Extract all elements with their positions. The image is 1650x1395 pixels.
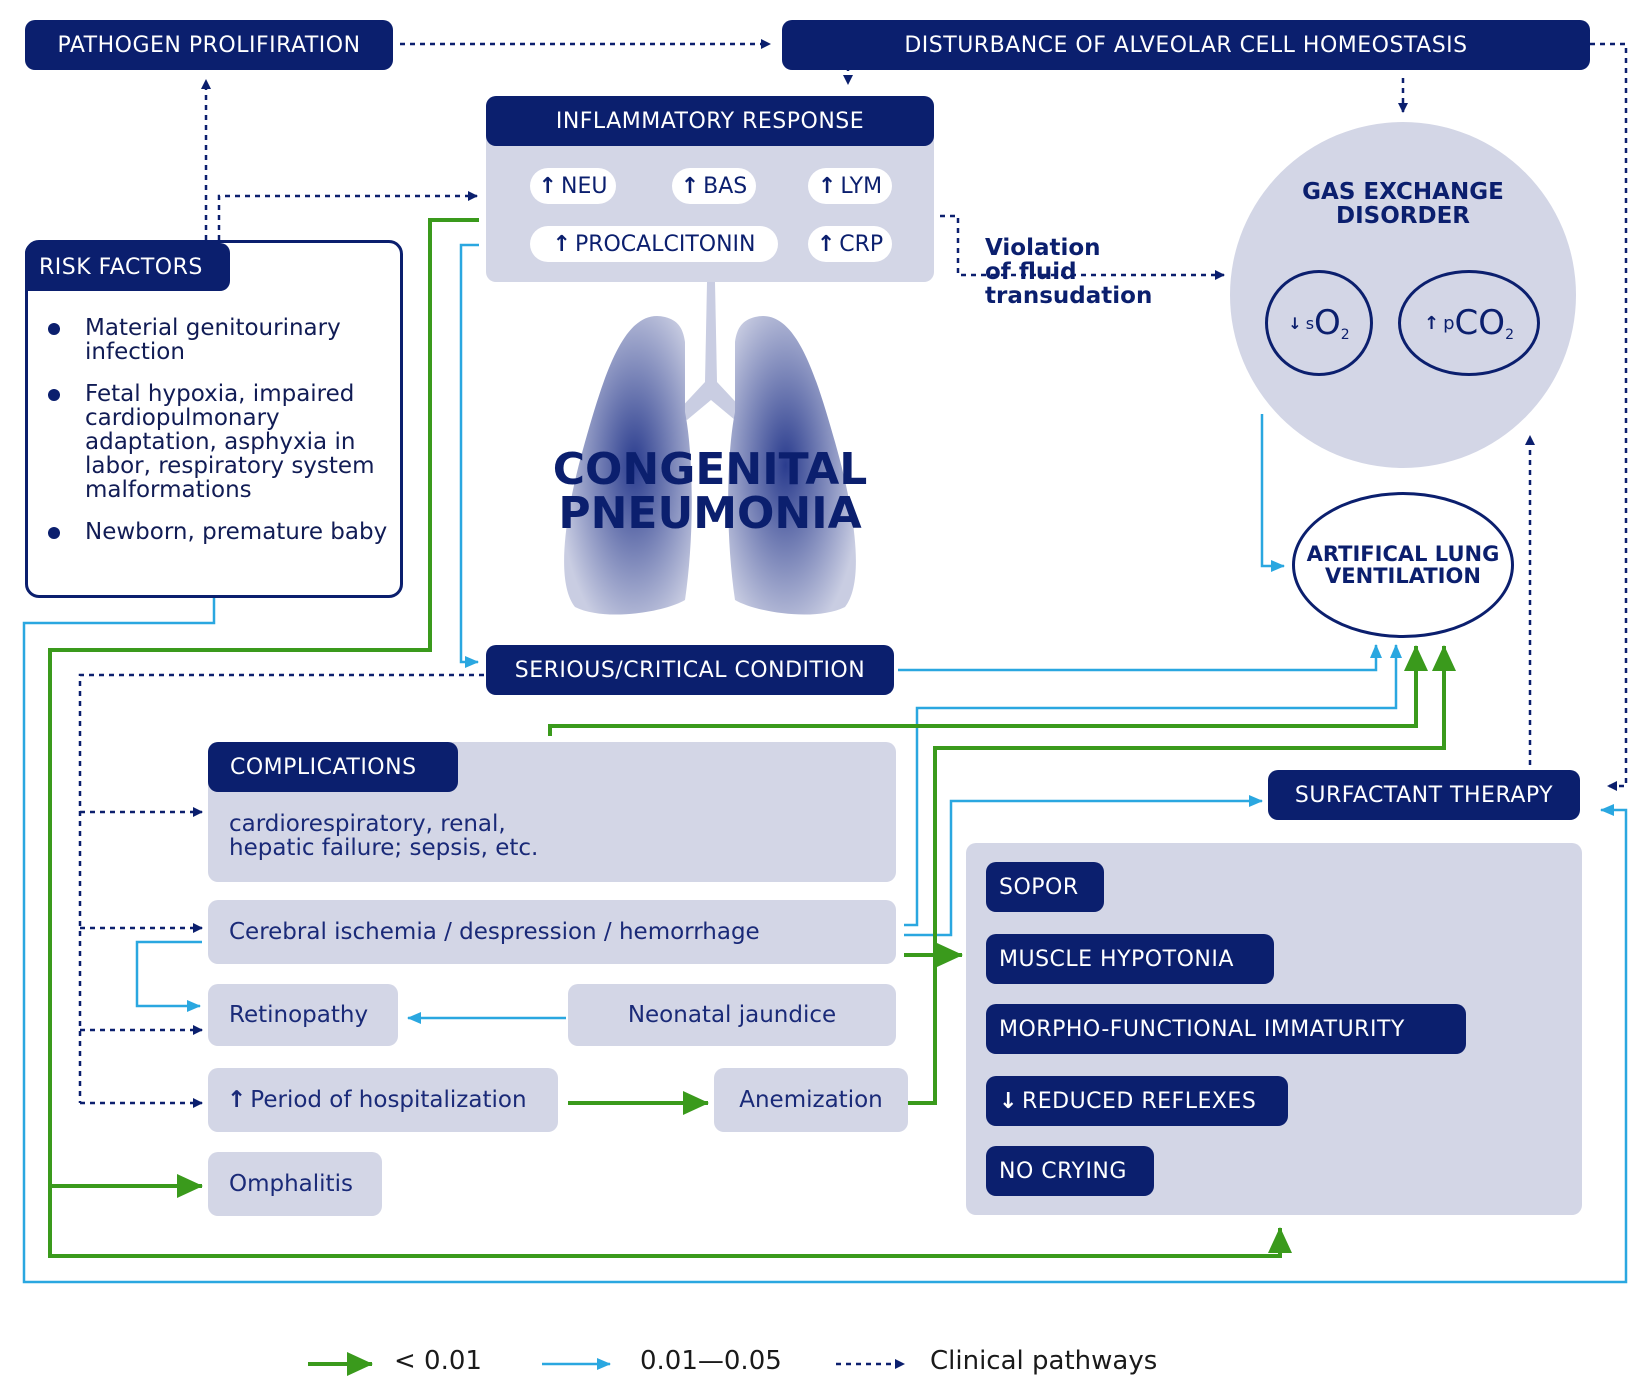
risk-factors-title: RISK FACTORS bbox=[39, 254, 203, 280]
pathway-serious-left bbox=[78, 673, 484, 1103]
risk-factors-list: Material genitourinary infection Fetal h… bbox=[30, 316, 390, 562]
pco2-main: CO bbox=[1454, 303, 1506, 343]
neonatal-jaundice-box: Neonatal jaundice bbox=[568, 984, 896, 1046]
marker-neu: NEU bbox=[530, 168, 616, 204]
green-anemization-to-ventilation bbox=[908, 645, 1456, 1105]
risk-factor-item: Newborn, premature baby bbox=[30, 520, 390, 544]
pco2-prefix: p bbox=[1424, 313, 1454, 334]
pathogen-proliferation-box: PATHOGEN PROLIFIRATION bbox=[25, 20, 393, 70]
symptom-sopor: SOPOR bbox=[986, 862, 1104, 912]
pco2-indicator: p CO 2 bbox=[1398, 270, 1540, 376]
hospitalization-box: Period of hospitalization bbox=[208, 1068, 558, 1132]
marker-procalcitonin: PROCALCITONIN bbox=[530, 226, 778, 262]
marker-crp: CRP bbox=[808, 226, 892, 262]
ventilation-label: ARTIFICAL LUNG VENTILATION bbox=[1306, 542, 1500, 588]
pco2-subscript: 2 bbox=[1505, 327, 1514, 343]
pathway-inflammatory-to-gas bbox=[940, 214, 1225, 280]
gas-exchange-title: GAS EXCHANGE DISORDER bbox=[1302, 179, 1504, 229]
cerebral-ischemia-label: Cerebral ischemia / despression / hemorr… bbox=[229, 919, 760, 945]
risk-factor-item: Material genitourinary infection bbox=[30, 316, 390, 364]
risk-factor-item: Fetal hypoxia, impaired cardiopulmonary … bbox=[30, 382, 390, 502]
blue-inflammatory-to-serious bbox=[459, 243, 479, 668]
pathway-risk-to-inflammatory bbox=[217, 191, 478, 240]
green-inflammatory-left bbox=[48, 218, 1292, 1258]
symptom-muscle-hypotonia: MUSCLE HYPOTONIA bbox=[986, 934, 1274, 984]
marker-lym: LYM bbox=[808, 168, 892, 204]
anemization-box: Anemization bbox=[714, 1068, 908, 1132]
pathway-disturbance-to-surfactant bbox=[1590, 42, 1628, 791]
symptom-no-crying: NO CRYING bbox=[986, 1146, 1154, 1196]
alveolar-disturbance-label: DISTURBANCE OF ALVEOLAR CELL HOMEOSTASIS bbox=[904, 32, 1468, 58]
legend-dotted-label: Clinical pathways bbox=[930, 1346, 1158, 1376]
blue-risk-loop bbox=[22, 598, 1628, 1284]
anemization-label: Anemization bbox=[739, 1087, 883, 1113]
retinopathy-box: Retinopathy bbox=[208, 984, 398, 1046]
cerebral-ischemia-box: Cerebral ischemia / despression / hemorr… bbox=[208, 900, 896, 964]
risk-factors-header: RISK FACTORS bbox=[25, 243, 230, 291]
so2-prefix: s bbox=[1288, 314, 1314, 333]
serious-condition-label: SERIOUS/CRITICAL CONDITION bbox=[514, 657, 866, 683]
serious-condition-box: SERIOUS/CRITICAL CONDITION bbox=[486, 645, 894, 695]
blue-serious-to-ventilation bbox=[898, 644, 1382, 672]
hospitalization-label: Period of hospitalization bbox=[227, 1087, 526, 1113]
so2-main: O bbox=[1314, 303, 1341, 343]
blue-cerebral-to-ventilation bbox=[904, 644, 1402, 927]
legend-blue-label: 0.01—0.05 bbox=[640, 1346, 782, 1376]
fluid-transudation-label: Violation of fluid transudation bbox=[985, 235, 1153, 309]
complications-text: cardiorespiratory, renal, hepatic failur… bbox=[229, 811, 539, 861]
congenital-pneumonia-title: CONGENITAL PNEUMONIA bbox=[552, 444, 868, 539]
omphalitis-label: Omphalitis bbox=[229, 1171, 353, 1197]
ventilation-ellipse: ARTIFICAL LUNG VENTILATION bbox=[1292, 492, 1514, 638]
blue-cerebral-to-surfactant bbox=[904, 795, 1263, 937]
green-complications-to-ventilation bbox=[548, 645, 1428, 736]
so2-subscript: 2 bbox=[1340, 327, 1350, 343]
retinopathy-label: Retinopathy bbox=[229, 1002, 369, 1028]
symptom-reduced-reflexes: REDUCED REFLEXES bbox=[986, 1076, 1288, 1126]
lungs-illustration bbox=[564, 282, 856, 615]
complications-title: COMPLICATIONS bbox=[230, 754, 417, 780]
blue-cerebral-to-retinopathy bbox=[135, 940, 202, 1012]
blue-gas-to-ventilation bbox=[1260, 414, 1285, 572]
legend-green-label: < 0.01 bbox=[394, 1346, 482, 1376]
omphalitis-box: Omphalitis bbox=[208, 1152, 382, 1216]
neonatal-jaundice-label: Neonatal jaundice bbox=[627, 1002, 837, 1028]
complications-header: COMPLICATIONS bbox=[208, 742, 458, 792]
surfactant-therapy-label: SURFACTANT THERAPY bbox=[1294, 782, 1554, 808]
surfactant-therapy-box: SURFACTANT THERAPY bbox=[1268, 770, 1580, 820]
so2-indicator: s O 2 bbox=[1265, 270, 1373, 376]
alveolar-disturbance-box: DISTURBANCE OF ALVEOLAR CELL HOMEOSTASIS bbox=[782, 20, 1590, 70]
inflammatory-response-header: INFLAMMATORY RESPONSE bbox=[486, 96, 934, 146]
inflammatory-response-label: INFLAMMATORY RESPONSE bbox=[555, 108, 865, 134]
marker-bas: BAS bbox=[672, 168, 756, 204]
symptom-morpho-functional-immaturity: MORPHO-FUNCTIONAL IMMATURITY bbox=[986, 1004, 1466, 1054]
pathogen-proliferation-label: PATHOGEN PROLIFIRATION bbox=[57, 32, 361, 58]
risk-factors-panel bbox=[25, 240, 403, 598]
